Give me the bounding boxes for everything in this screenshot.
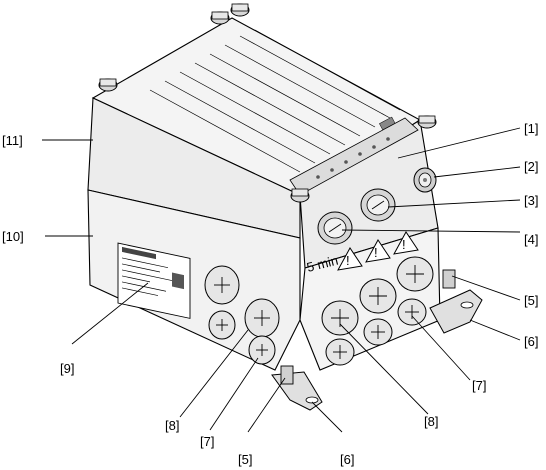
callout-7-bottom: [7] xyxy=(200,434,214,449)
housing-screw xyxy=(230,3,250,17)
led-indicator xyxy=(316,175,320,179)
cable-gland xyxy=(397,298,427,326)
cable-gland xyxy=(321,300,359,336)
callout-6-bottom: [6] xyxy=(340,452,354,467)
cooling-fins xyxy=(149,29,401,173)
led-indicator xyxy=(358,152,362,156)
exclamation-glyph: ! xyxy=(402,237,406,252)
led-indicator xyxy=(372,145,376,149)
callout-3: [3] xyxy=(524,193,538,208)
mounting-foot-right xyxy=(429,269,483,334)
cable-gland xyxy=(396,256,434,292)
led-indicator xyxy=(344,160,348,164)
callout-8-right: [8] xyxy=(424,414,438,429)
callout-labels: [1] [2] [3] [4] [5] [6] [7] [8] [5] [6] … xyxy=(2,121,538,467)
callout-9: [9] xyxy=(60,361,74,376)
cable-gland xyxy=(363,318,393,346)
led-indicator xyxy=(330,168,334,172)
cable-glands-right xyxy=(321,256,434,366)
warning-triangle xyxy=(337,247,363,271)
exclamation-glyph: ! xyxy=(346,253,350,268)
callout-4: [4] xyxy=(524,232,538,247)
clamp-screw xyxy=(442,269,456,289)
leader-lines xyxy=(42,127,521,433)
warning-labels: ! ! ! 5 min xyxy=(305,231,419,275)
cable-gland xyxy=(208,310,236,340)
cable-glands-left xyxy=(204,265,280,365)
housing-screw xyxy=(210,11,230,25)
cable-gland xyxy=(359,278,397,314)
cable-gland xyxy=(244,298,280,338)
exclamation-glyph: ! xyxy=(374,245,378,260)
warning-triangle xyxy=(365,239,391,263)
housing-screw xyxy=(98,78,118,92)
callout-5-bottom: [5] xyxy=(238,452,252,467)
callout-6-right: [6] xyxy=(524,334,538,349)
warning-triangle xyxy=(393,231,419,255)
callout-7-right: [7] xyxy=(472,378,486,393)
cable-gland xyxy=(204,265,240,305)
led-display xyxy=(379,116,396,131)
callout-5-right: [5] xyxy=(524,293,538,308)
rotary-switch-upper xyxy=(360,188,396,222)
cable-gland xyxy=(325,338,355,366)
corner-screws xyxy=(98,3,437,203)
callout-10: [10] xyxy=(2,229,24,244)
housing-screw xyxy=(417,115,437,129)
callout-11: [11] xyxy=(2,133,23,148)
callout-8-bottom: [8] xyxy=(165,418,179,433)
m12-connector xyxy=(413,167,437,193)
warning-time-text: 5 min xyxy=(305,253,339,275)
led-indicator xyxy=(386,137,390,141)
housing-screw xyxy=(290,188,310,203)
rotary-switch-lower xyxy=(317,211,353,245)
nameplate xyxy=(117,242,191,319)
callout-1: [1] xyxy=(524,121,538,136)
cable-gland xyxy=(248,335,276,365)
callout-2: [2] xyxy=(524,159,538,174)
mounting-foot-left xyxy=(271,365,323,411)
